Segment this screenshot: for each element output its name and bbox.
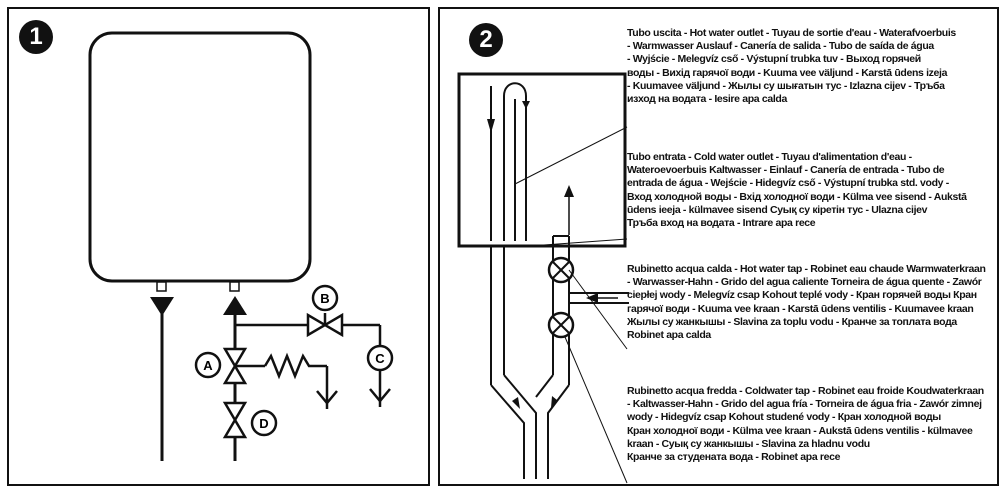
pipes-panel: 2 xyxy=(438,7,999,486)
hot-connector xyxy=(229,281,240,292)
safety-valve-spring xyxy=(263,352,327,380)
valve-c-label: C xyxy=(375,351,385,366)
text-line: Robinet apa calda xyxy=(627,329,711,342)
water-heater-box xyxy=(457,72,627,248)
text-line: - Kaltwasser-Hahn - Grido del agua fría … xyxy=(627,398,982,411)
installation-panel: 1 B C A D xyxy=(7,7,430,486)
text-line: Кран холодної води - Külma vee kraan - A… xyxy=(627,424,973,437)
text-line: kraan - Суық су жанкышы - Slavina za hla… xyxy=(627,437,870,450)
drain-a xyxy=(316,390,338,405)
step-number-1: 1 xyxy=(19,20,53,54)
text-line: Жылы су жанкышы - Slavina za toplu vodu … xyxy=(627,315,957,328)
step-number-2: 2 xyxy=(469,23,503,57)
text-line: - Kuumavee väljund - Жылы су шығатын тус… xyxy=(627,79,945,92)
text-line: ūdens ieeja - külmavee sisend Суық су кі… xyxy=(627,203,928,216)
down-arrow-icon xyxy=(512,397,520,409)
valve-b-label-circle xyxy=(311,284,339,312)
text-line: Wateroevoerbuis Kaltwasser - Einlauf - C… xyxy=(627,164,945,177)
text-line: Вход холодной воды - Вхід холодної води … xyxy=(627,190,967,203)
down-arrow-icon xyxy=(487,119,495,133)
left-arrow-icon xyxy=(586,293,598,303)
up-arrow-icon xyxy=(223,296,247,315)
installation-diagram: B C A D xyxy=(88,31,394,461)
up-arrow-icon xyxy=(564,185,574,197)
hot-tap-description: Rubinetto acqua calda - Hot water tap - … xyxy=(627,263,999,342)
text-line: - Warwasser-Hahn - Grido del agua calien… xyxy=(627,276,982,289)
text-line: Tubo entrata - Cold water outlet - Tuyau… xyxy=(627,151,912,163)
text-line: воды - Вихід гарячої води - Kuuma vee vä… xyxy=(627,66,948,79)
text-line: wody - Hidegvíz csap Kohout studené vody… xyxy=(627,411,941,424)
text-line: - Wyjście - Melegvíz cső - Výstupní trub… xyxy=(627,53,921,66)
cold-connector xyxy=(156,281,167,292)
down-arrow-icon xyxy=(551,396,557,408)
valve-b-label: B xyxy=(320,291,329,306)
valve-d-label: D xyxy=(259,416,268,431)
cold-tap-description: Rubinetto acqua fredda - Coldwater tap -… xyxy=(627,385,999,464)
valve-d-label-circle xyxy=(250,409,278,437)
text-line: Rubinetto acqua fredda - Coldwater tap -… xyxy=(627,385,984,397)
pipes-diagram xyxy=(457,72,629,484)
cold-inlet-description: Tubo entrata - Cold water outlet - Tuyau… xyxy=(627,151,999,230)
text-line: гарячої води - Kuuma vee kraan - Karstā … xyxy=(627,302,974,315)
hot-pipe-y xyxy=(490,384,525,479)
text-line: изход на водата - Iesire apa calda xyxy=(627,93,787,106)
water-heater-body xyxy=(88,31,312,283)
text-line: ciepłej wody - Melegvíz csap Kohout tepl… xyxy=(627,289,977,302)
text-line: entrada de água - Wejście - Hidegvíz cső… xyxy=(627,177,949,190)
text-line: Тръба вход на водата - Intrare apa rece xyxy=(627,217,816,230)
cold-pipe-y xyxy=(547,384,570,479)
text-line: Rubinetto acqua calda - Hot water tap - … xyxy=(627,263,986,275)
valve-d xyxy=(222,401,248,439)
down-arrow-icon xyxy=(150,297,174,316)
hot-outlet-description: Tubo uscita - Hot water outlet - Tuyau d… xyxy=(627,27,999,106)
drain-c xyxy=(369,388,391,403)
hot-pipe-curve xyxy=(503,82,527,109)
valve-a-label: A xyxy=(203,358,213,373)
text-line: Кранче за студената вода - Robinet apa r… xyxy=(627,451,841,464)
text-line: Tubo uscita - Hot water outlet - Tuyau d… xyxy=(627,27,956,39)
valve-a-label-circle xyxy=(194,351,222,379)
text-line: - Warmwasser Auslauf - Canería de salida… xyxy=(627,40,934,53)
